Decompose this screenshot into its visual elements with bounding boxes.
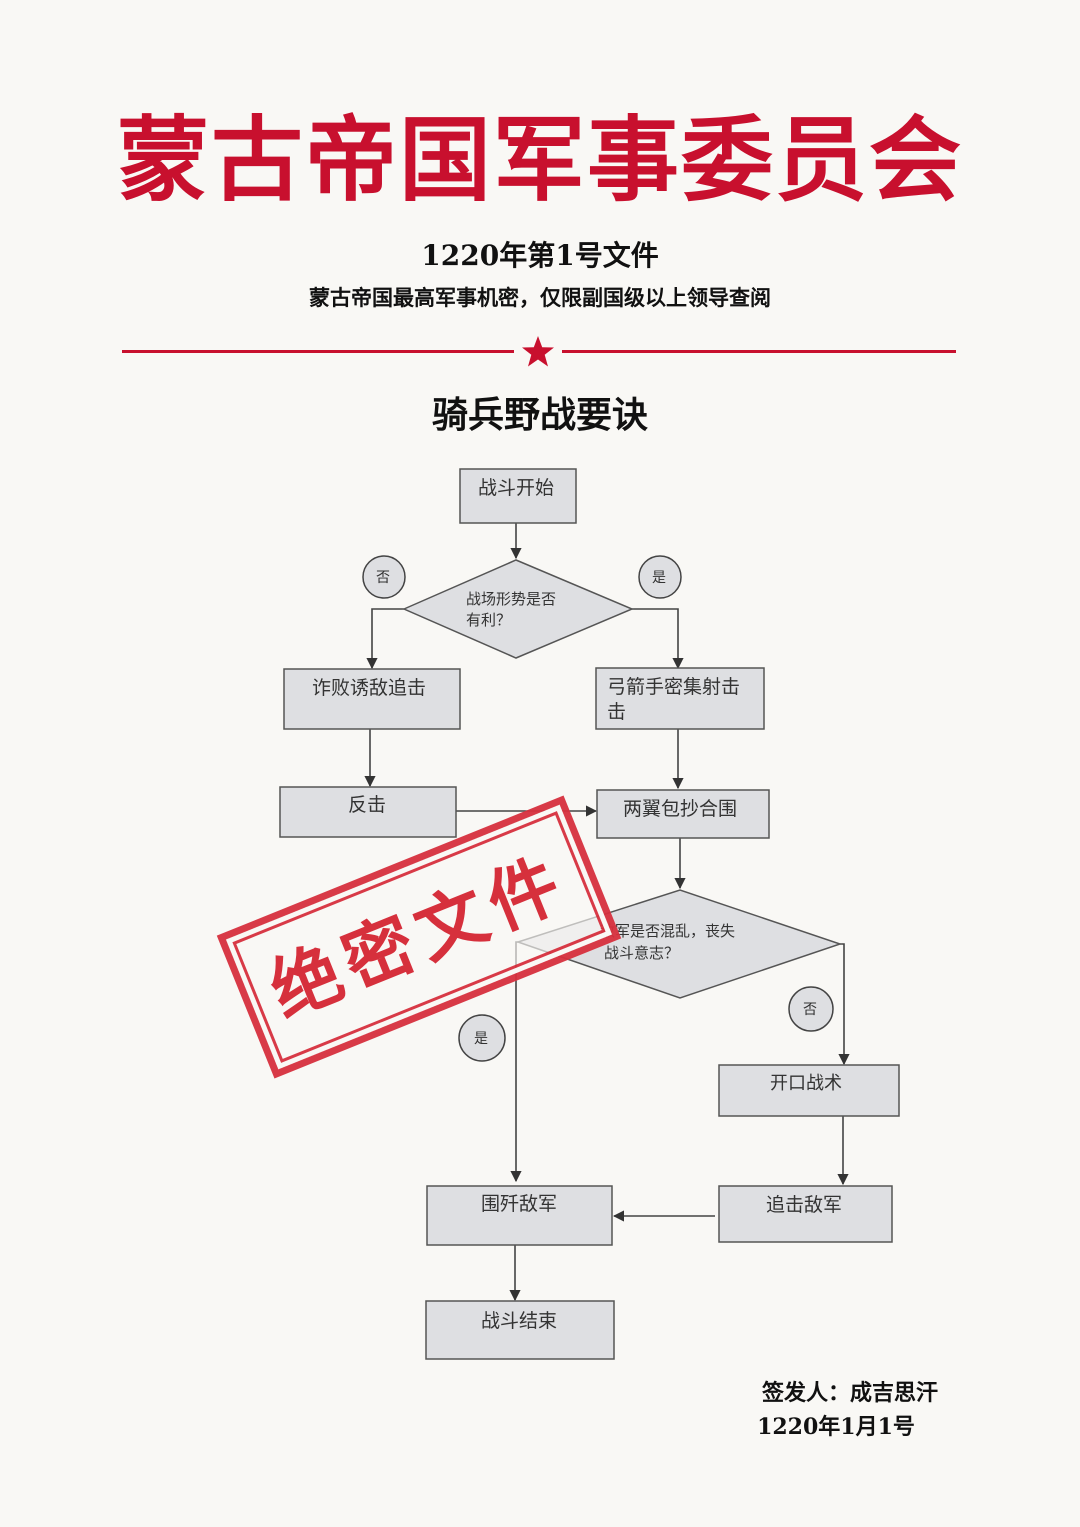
node-counter-label: 反击 [348, 794, 386, 816]
node-pursue [718, 1185, 893, 1243]
badge-yes1 [638, 555, 682, 599]
badge-no1 [362, 555, 406, 599]
document-title: 骑兵野战要诀 [431, 394, 648, 436]
node-annihilate-label: 围歼敌军 [481, 1193, 557, 1215]
edge-decision1-yes [632, 608, 684, 670]
document-number: 1220年第1号文件 [421, 239, 659, 272]
node-decision1 [402, 559, 634, 659]
node-start [459, 468, 577, 524]
edge-decision2-no [838, 943, 850, 1066]
node-archers [595, 667, 765, 730]
node-annihilate [426, 1185, 613, 1246]
node-start-label: 战斗开始 [478, 477, 554, 499]
node-open [718, 1064, 900, 1117]
divider-right [562, 350, 956, 353]
signer-line: 签发人：成吉思汗 [761, 1380, 938, 1406]
badge-no2 [788, 986, 834, 1032]
badge-yes2-label: 是 [474, 1031, 488, 1047]
badge-yes2 [458, 1014, 506, 1062]
classification-notice: 蒙古帝国最高军事机密，仅限副国级以上领导查阅 [309, 285, 771, 310]
node-counter [279, 786, 457, 838]
node-envelop-label: 两翼包抄合围 [623, 798, 737, 820]
badge-no1-label: 否 [376, 570, 390, 586]
badge-no2-label: 否 [803, 1002, 817, 1018]
badge-yes1-label: 是 [652, 570, 666, 586]
node-decision1-label-2: 有利？ [466, 611, 511, 629]
node-decision2-label-1: 敌军是否混乱，丧失 [600, 922, 735, 940]
node-feint [283, 668, 461, 730]
node-archers-label-1: 弓箭手密集射击 [607, 676, 740, 698]
node-end [425, 1300, 615, 1360]
divider-left [122, 350, 514, 353]
node-pursue-label: 追击敌军 [766, 1194, 842, 1216]
star-icon [522, 336, 554, 367]
edge-decision1-no [366, 608, 404, 670]
signing-date: 1220年1月1号 [757, 1414, 915, 1440]
node-feint-label: 诈败诱敌追击 [312, 677, 426, 699]
node-decision1-label-1: 战场形势是否 [466, 590, 556, 608]
node-open-label: 开口战术 [770, 1073, 842, 1094]
node-archers-label-2: 击 [607, 701, 626, 723]
node-envelop [596, 789, 770, 839]
node-decision2-label-2: 战斗意志？ [604, 944, 679, 962]
node-end-label: 战斗结束 [481, 1310, 557, 1332]
committee-headline: 蒙古帝国军事委员会 [116, 106, 963, 214]
